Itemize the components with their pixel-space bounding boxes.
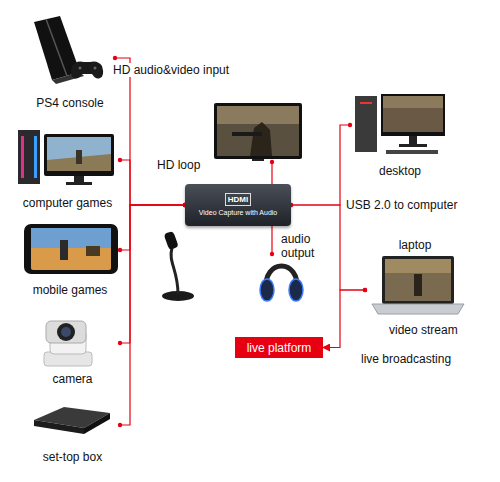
laptop-art-part (385, 259, 451, 301)
tv-art-part (232, 132, 262, 136)
headphones-art-part (289, 279, 303, 301)
ps4-console-art-part (79, 67, 82, 70)
annotation-label: video stream (388, 323, 459, 337)
wire-dot (363, 288, 367, 292)
loop-and-audio-wires-part (270, 160, 274, 164)
tv-art-part (250, 122, 272, 156)
loop-and-audio-wires-part (270, 252, 274, 256)
desktop-art-part (386, 150, 438, 154)
node-text: computer games (15, 196, 120, 210)
laptop-art-part (372, 304, 464, 314)
ps4-console-art-part (94, 67, 97, 70)
settop-box-art-part (34, 420, 84, 434)
desktop-art (355, 94, 445, 154)
phone-device: mobile games (20, 222, 120, 297)
tv-art-part (252, 159, 264, 161)
camera-art-part (46, 321, 86, 343)
node-text: set-top box (25, 450, 120, 464)
camera-art-part (61, 327, 71, 337)
phone-art (24, 224, 118, 274)
wire-dot (118, 423, 122, 427)
camera-art-part (57, 323, 75, 341)
annotation-label: HD loop (156, 158, 201, 172)
laptop-device: laptop (365, 238, 465, 320)
laptop-art-part (414, 274, 422, 296)
connector-line (323, 290, 365, 348)
computer-art (18, 130, 114, 185)
wire-dot (118, 341, 122, 345)
microphone-art (162, 231, 194, 301)
desktop-art-part (399, 144, 427, 147)
platform-box: live platform (235, 337, 323, 358)
loop-and-audio-wires-part (271, 226, 272, 254)
phone-art-part (31, 228, 111, 248)
desktop-art-part (409, 136, 417, 144)
annotation-label: audio output (280, 232, 328, 260)
tv-art-part (217, 106, 299, 124)
wire-dot (348, 123, 352, 127)
computer-art-part (74, 176, 84, 182)
computer-art-part (76, 150, 82, 164)
headphones-art (260, 266, 303, 301)
capture-card: HDMI Video Capture with Audio (185, 184, 291, 226)
laptop-art-part (385, 259, 451, 273)
phone-art-part (24, 224, 118, 274)
node-text: live platform (247, 341, 312, 355)
computer-art-part (47, 137, 111, 171)
phone-art-part (31, 228, 111, 270)
camera-device: camera (25, 318, 120, 386)
connector-line (291, 125, 350, 205)
ps4-console-art (34, 16, 103, 84)
microphone-art-part (171, 248, 178, 294)
desktop-device: desktop (350, 90, 450, 178)
phone-art-part (60, 240, 68, 260)
computer-art-part (21, 136, 24, 178)
desktop-art-part (355, 96, 377, 152)
computer-art-part (66, 182, 92, 185)
console-device: PS4 console (25, 14, 115, 110)
desktop-art-part (383, 96, 443, 132)
annotation-label: live broadcasting (360, 352, 452, 366)
tv-art-part (214, 103, 302, 159)
annotation-label: USB 2.0 to computer (345, 198, 458, 212)
laptop-art-part (382, 256, 454, 304)
node-text: camera (25, 372, 120, 386)
connector-line (120, 205, 185, 425)
annotation-label: HD audio&video input (112, 63, 230, 77)
pc-device: computer games (15, 125, 120, 210)
loop-and-audio-wires-part (271, 162, 272, 184)
computer-art-part (44, 134, 114, 176)
wire-dot (118, 248, 122, 252)
node-text: PS4 console (25, 96, 115, 110)
headphones-art-part (260, 279, 274, 301)
wire-dot (363, 288, 367, 292)
settop-device: set-top box (25, 402, 120, 464)
microphone-art-part (164, 231, 179, 250)
desktop-art-part (360, 102, 372, 104)
camera-art (44, 321, 92, 366)
tv-art-part (217, 106, 299, 156)
tv-art (214, 103, 302, 161)
connector-line (115, 58, 185, 205)
wire-dot (113, 56, 117, 60)
desktop-art-part (383, 96, 443, 108)
wire-dot (118, 158, 122, 162)
computer-art-part (18, 130, 40, 184)
node-text: desktop (350, 164, 450, 178)
settop-box-art-part (84, 413, 110, 434)
ps4-console-art-part (46, 19, 67, 76)
computer-art-part (34, 136, 37, 178)
settop-box-art (34, 407, 110, 434)
node-text: laptop (365, 238, 465, 252)
desktop-art-part (381, 94, 445, 136)
laptop-art (372, 256, 464, 314)
node-text: HDMI (225, 193, 251, 206)
phone-art-part (86, 246, 100, 256)
node-text: Video Capture with Audio (199, 208, 277, 217)
ps4-console-art-part (71, 62, 103, 79)
node-text: mobile games (20, 283, 120, 297)
